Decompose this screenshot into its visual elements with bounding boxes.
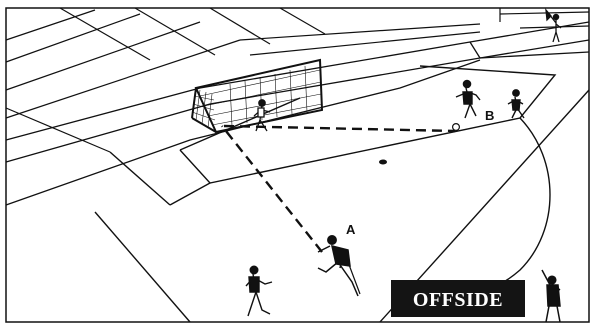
- pass-line-a-to-goal: [222, 126, 322, 252]
- pass-line-goal-to-b: [224, 126, 455, 131]
- linesman-figure: [546, 10, 561, 42]
- player-b-label: B: [485, 108, 494, 123]
- ball: [453, 124, 460, 131]
- teammate-figure: [246, 266, 272, 316]
- player-b-figure: [453, 80, 480, 130]
- pass-lines: [222, 126, 455, 252]
- player-a-figure: [318, 236, 360, 296]
- referee-figure: [542, 270, 560, 322]
- defender-figure: [508, 90, 524, 118]
- ball-shadow: [379, 160, 387, 165]
- corner-wall: [500, 8, 589, 28]
- offside-badge-text: OFFSIDE: [413, 289, 503, 311]
- perimeter-wall: [6, 22, 589, 205]
- offside-badge: OFFSIDE: [391, 280, 525, 317]
- player-a-label: A: [346, 222, 356, 237]
